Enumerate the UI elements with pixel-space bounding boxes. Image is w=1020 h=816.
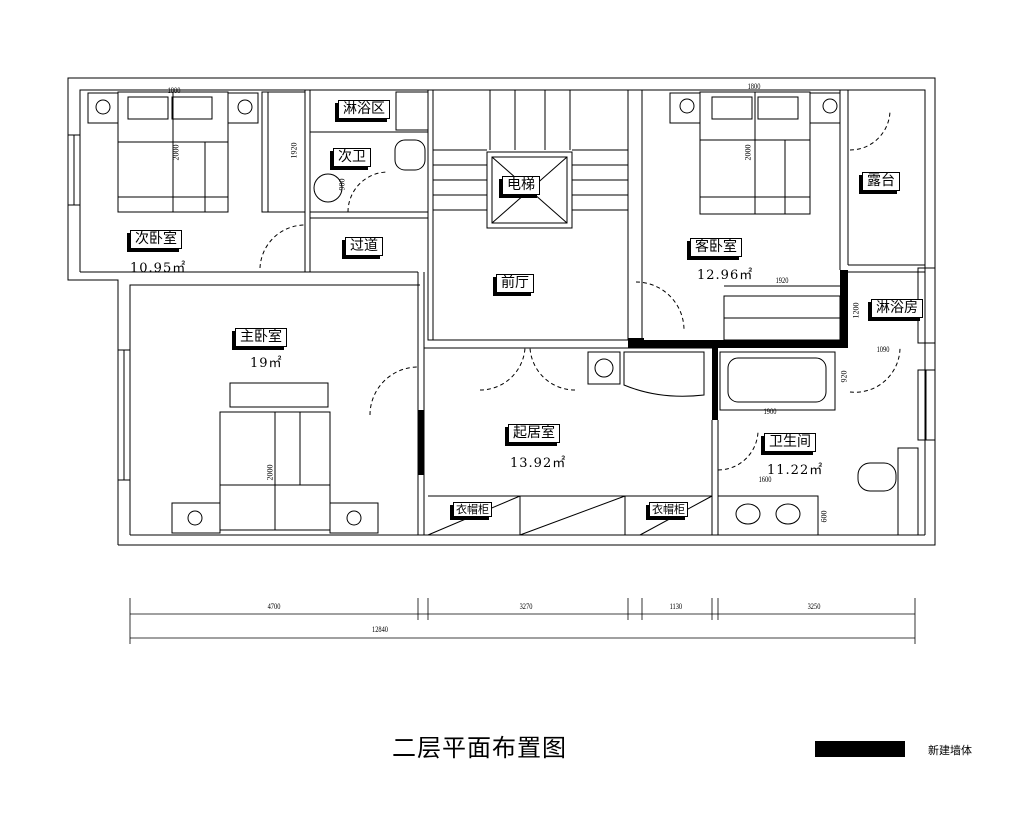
bathtub [719, 351, 836, 411]
dim-bed1-width: 1800 [167, 86, 181, 95]
area-guest-bedroom: 12.96㎡ [697, 268, 754, 283]
new-walls [418, 270, 848, 475]
label-foyer: 前厅 [496, 274, 534, 293]
legend-new-wall-label: 新建墙体 [928, 744, 972, 757]
label-bathroom: 卫生间 [764, 433, 816, 452]
legend-new-wall-swatch [815, 741, 905, 757]
label-second-bedroom: 次卧室 [130, 230, 182, 249]
dim-segment-3: 1130 [669, 602, 683, 611]
doors [259, 109, 901, 471]
dim-vanity-depth: 600 [819, 510, 829, 523]
area-living-room: 13.92㎡ [510, 456, 567, 471]
bathroom-fixtures [717, 447, 919, 536]
dim-bed2-width: 1800 [747, 82, 761, 91]
dim-segment-1: 4700 [267, 602, 281, 611]
dim-tub-depth: 920 [839, 370, 849, 383]
dim-vanity-width: 1600 [758, 475, 772, 484]
bed-guest-bedroom [669, 91, 841, 215]
dim-shower-width: 1090 [876, 345, 890, 354]
dim-segment-2: 3270 [519, 602, 533, 611]
interior-walls [304, 89, 925, 535]
label-wardrobe-2: 衣帽柜 [649, 502, 688, 517]
dim-bed2-length: 2000 [743, 144, 753, 161]
area-second-bedroom: 10.95㎡ [130, 261, 187, 276]
label-shower-room: 淋浴房 [871, 299, 923, 318]
dim-bed3-length: 2000 [265, 464, 275, 481]
bed-master-bedroom [171, 382, 379, 534]
closet-second-bedroom [261, 91, 306, 213]
dim-closet1: 1920 [289, 142, 299, 159]
label-shower-area: 淋浴区 [338, 100, 390, 119]
label-living-room: 起居室 [508, 424, 560, 443]
dim-bed1-length: 2000 [171, 144, 181, 161]
label-elevator: 电梯 [502, 176, 540, 195]
label-terrace: 露台 [862, 172, 900, 191]
label-master-bedroom: 主卧室 [235, 328, 287, 347]
dim-shower-depth: 1200 [851, 302, 861, 319]
bed-second-bedroom [87, 91, 259, 213]
staircase [433, 90, 628, 211]
area-bathroom: 11.22㎡ [767, 463, 824, 478]
label-wardrobe-1: 衣帽柜 [453, 502, 492, 517]
drawing-title: 二层平面布置图 [392, 734, 567, 762]
dim-tub-width: 1900 [763, 407, 777, 416]
second-bath-fixtures [313, 91, 429, 203]
closet-guest-bedroom [723, 285, 841, 341]
area-master-bedroom: 19㎡ [250, 356, 283, 371]
label-corridor: 过道 [345, 237, 383, 256]
dim-closet2: 1920 [775, 276, 789, 285]
dimension-lines [129, 598, 916, 644]
dim-total: 12840 [372, 625, 388, 634]
exterior-walls [67, 77, 936, 546]
dim-basin1: 900 [337, 178, 347, 191]
dim-segment-4: 3250 [807, 602, 821, 611]
label-guest-bedroom: 客卧室 [690, 238, 742, 257]
label-second-bath: 次卫 [333, 148, 371, 167]
